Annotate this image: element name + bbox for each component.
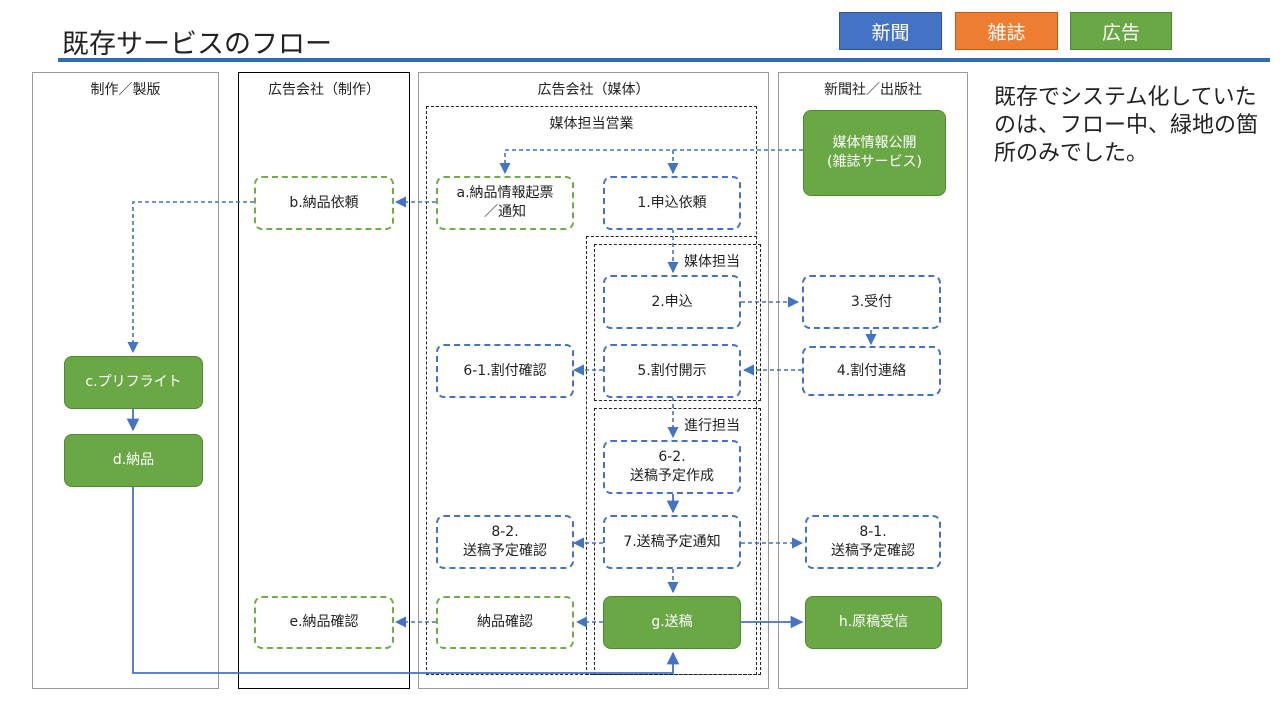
node-d-delivery: d.納品 [64, 434, 203, 487]
lane-publisher-header: 新聞社／出版社 [824, 82, 922, 98]
arrow-b-to-c [127, 201, 254, 354]
node-4-allocation-notice: 4.割付連絡 [802, 346, 941, 396]
group-progress-staff [594, 408, 761, 675]
lane-agency-production: 広告会社（制作） [238, 72, 410, 689]
lane-agency-media: 広告会社（媒体） [418, 72, 769, 689]
group-media-sales-label: 媒体担当営業 [549, 116, 634, 132]
lane-production: 制作／製版 [32, 72, 219, 689]
node-3-reception: 3.受付 [802, 275, 941, 329]
group-progress-staff-label: 進行担当 [684, 418, 740, 434]
node-5-allocation-disclosure: 5.割付開示 [603, 344, 741, 398]
node-c-preflight: c.プリフライト [64, 356, 203, 409]
node-6-2-schedule-create: 6-2. 送稿予定作成 [603, 440, 741, 494]
page-title: 既存サービスのフロー [62, 29, 332, 60]
arrow-d-to-g [132, 487, 680, 674]
legend-newspaper: 新聞 [839, 12, 942, 50]
lane-agency-production-header: 広告会社（制作） [268, 82, 380, 98]
side-note: 既存でシステム化していたのは、フロー中、緑地の箇所のみでした。 [994, 85, 1259, 166]
legend-magazine: 雑誌 [955, 12, 1058, 50]
lane-publisher: 新聞社／出版社 [778, 72, 968, 689]
title-underline [58, 58, 1270, 62]
group-media-staff-label: 媒体担当 [684, 254, 740, 270]
node-2-application: 2.申込 [603, 275, 741, 329]
node-e-delivery-confirm: e.納品確認 [254, 596, 394, 649]
node-delivery-confirm: 納品確認 [436, 596, 574, 649]
node-a-delivery-info: a.納品情報起票 ／通知 [436, 176, 574, 230]
node-h-manuscript-received: h.原稿受信 [805, 596, 942, 649]
lane-production-header: 制作／製版 [90, 82, 161, 98]
legend-advertising: 広告 [1070, 12, 1172, 50]
lane-agency-media-header: 広告会社（媒体） [537, 82, 650, 98]
node-g-send-manuscript: g.送稿 [603, 596, 741, 649]
node-media-info: 媒体情報公開 (雑誌サービス) [803, 110, 946, 196]
node-1-application-request: 1.申込依頼 [603, 176, 741, 230]
arrow-info-to-a [499, 149, 803, 175]
node-6-1-allocation-check: 6-1.割付確認 [436, 344, 574, 398]
node-7-schedule-notice: 7.送稿予定通知 [603, 515, 741, 569]
group-media-staff [594, 244, 761, 401]
node-8-2-schedule-check: 8-2. 送稿予定確認 [436, 515, 574, 569]
node-8-1-schedule-check: 8-1. 送稿予定確認 [805, 515, 941, 569]
node-b-delivery-request: b.納品依頼 [254, 176, 394, 230]
